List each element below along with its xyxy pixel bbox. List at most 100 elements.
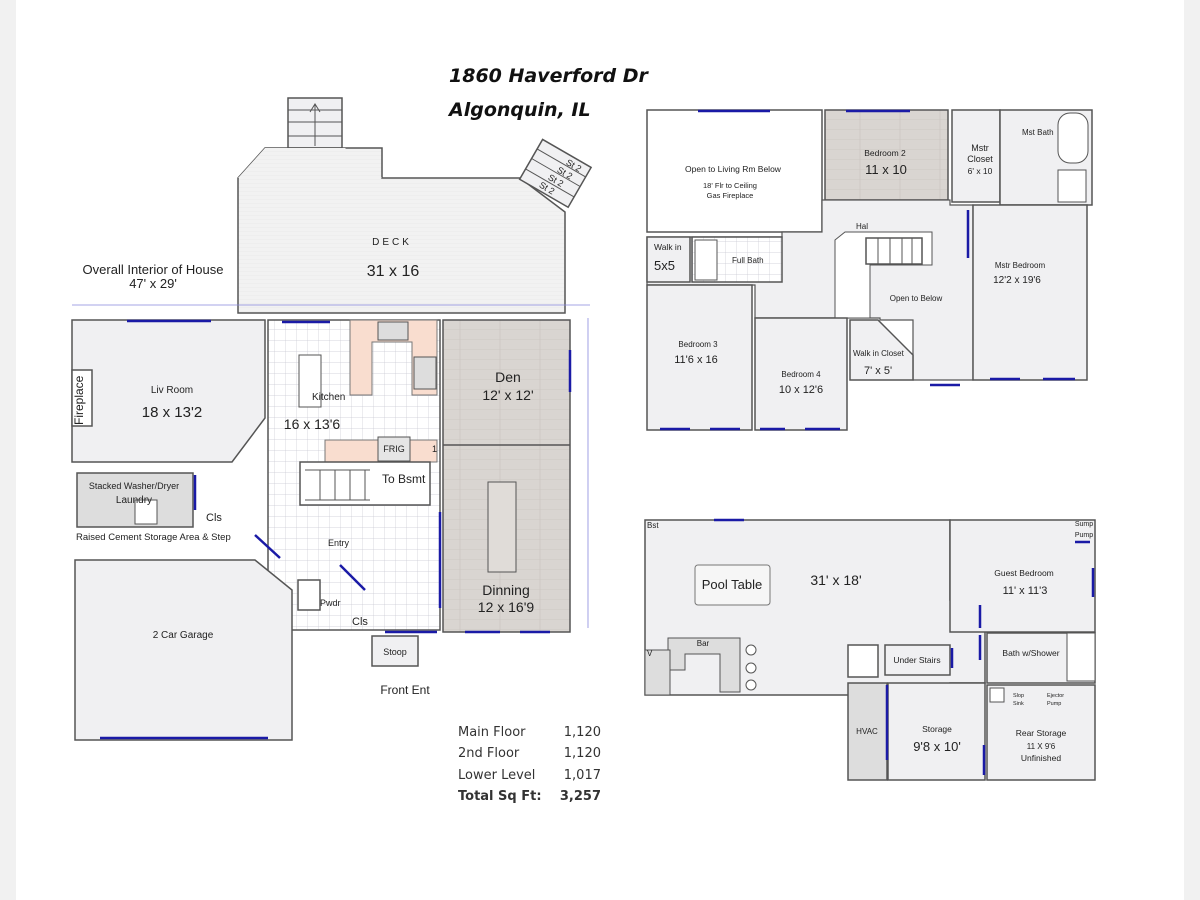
square-footage-table: Main Floor 1,120 2nd Floor 1,120 Lower L… xyxy=(458,725,601,804)
deck-label: DECK xyxy=(372,237,412,248)
powder-room-label: Pwdr xyxy=(320,598,341,608)
total-sqft-label: Total Sq Ft: xyxy=(458,789,542,804)
overall-dims: 47' x 29' xyxy=(129,276,177,291)
arrow-up-icon xyxy=(288,103,342,146)
ceiling-note: 18' Flr to Ceiling xyxy=(703,181,757,190)
sump-pump-label: Pump xyxy=(1075,532,1093,539)
dining-label: Dinning xyxy=(482,582,529,598)
bathtub-icon xyxy=(1057,112,1089,164)
fireplace-note: Gas Fireplace xyxy=(707,191,754,200)
dining-table-kitchen xyxy=(298,354,322,408)
pool-table xyxy=(694,564,771,606)
kitchen-dims: 16 x 13'6 xyxy=(284,416,341,432)
bar-label: Bar xyxy=(697,639,710,648)
ejector-pump-label: Pump xyxy=(1047,701,1061,707)
bedroom-4-label: Bedroom 4 xyxy=(781,370,821,379)
bedroom-4-dims: 10 x 12'6 xyxy=(779,384,823,396)
shower-icon xyxy=(1066,632,1096,682)
under-stairs xyxy=(884,644,951,676)
kitchen-label: Kitchen xyxy=(312,392,345,403)
bath-shower-label: Bath w/Shower xyxy=(1002,648,1059,658)
washer-dryer-label: Stacked Washer/Dryer xyxy=(89,481,179,491)
storage-dims: 9'8 x 10' xyxy=(913,739,961,754)
deck-side-steps xyxy=(518,138,593,209)
entry-label: Entry xyxy=(328,538,350,548)
bedroom-2-label: Bedroom 2 xyxy=(864,148,906,158)
total-sqft-value: 3,257 xyxy=(560,789,601,804)
hvac-label: HVAC xyxy=(856,727,878,736)
den-dims: 12' x 12' xyxy=(482,387,533,403)
bedroom-3-label: Bedroom 3 xyxy=(678,340,718,349)
slop-sink-label: Slop xyxy=(1013,693,1024,699)
closet-label: Cls xyxy=(352,616,368,628)
rear-storage-note: Unfinished xyxy=(1021,753,1061,763)
fridge-number: 1 xyxy=(432,444,437,454)
sqft-label: Main Floor xyxy=(458,725,526,740)
raised-storage-label: Raised Cement Storage Area & Step xyxy=(76,532,231,543)
master-bedroom xyxy=(972,204,1088,381)
front-entrance-label: Front Ent xyxy=(380,683,430,697)
floor-plan-sheet: 1860 Haverford Dr Algonquin, IL Overall … xyxy=(16,0,1184,900)
garage xyxy=(74,559,293,741)
den-dining xyxy=(442,319,571,633)
walk-in-label: Walk in xyxy=(654,242,682,252)
living-room-label: Liv Room xyxy=(151,385,193,396)
basement-stairs xyxy=(847,644,879,678)
city-title: Algonquin, IL xyxy=(447,99,591,121)
master-closet-dims: 6' x 10 xyxy=(968,166,993,176)
walk-in-closet-label: Walk in Closet xyxy=(853,349,905,358)
to-basement-label: To Bsmt xyxy=(382,472,426,486)
fridge xyxy=(377,436,411,462)
guest-bedroom-label: Guest Bedroom xyxy=(994,568,1054,578)
stoop xyxy=(371,635,419,667)
rear-storage-dims: 11 X 9'6 xyxy=(1027,742,1056,751)
master-bedroom-dims: 12'2 x 19'6 xyxy=(993,275,1041,286)
guest-bedroom xyxy=(949,519,1096,633)
sqft-value: 1,120 xyxy=(564,725,601,740)
deck-dims: 31 x 16 xyxy=(367,263,420,280)
bedroom-2 xyxy=(824,109,949,201)
basement-label: Bst xyxy=(647,521,659,530)
garage-label: 2 Car Garage xyxy=(153,630,214,641)
sqft-label: Lower Level xyxy=(458,768,535,783)
fireplace xyxy=(71,369,93,427)
laundry-label: Laundry xyxy=(116,495,152,506)
master-bath-label: Mst Bath xyxy=(1022,128,1054,137)
storage xyxy=(887,682,986,781)
floor-plan-drawing: 1860 Haverford Dr Algonquin, IL Overall … xyxy=(71,65,1096,804)
walk-in-closet-2 xyxy=(646,236,691,283)
ejector-pump-label: Ejector xyxy=(1047,693,1064,699)
rec-room-dims: 31' x 18' xyxy=(810,572,861,588)
sump-pump-label: Sump xyxy=(1075,521,1093,528)
lower-level-plan xyxy=(644,518,1096,781)
closet-label: Cls xyxy=(206,512,222,524)
overall-label: Overall Interior of House xyxy=(83,262,224,277)
v-label: V xyxy=(647,649,653,658)
living-room-dims: 18 x 13'2 xyxy=(142,404,202,421)
open-to-living xyxy=(646,109,823,233)
under-stairs-label: Under Stairs xyxy=(893,655,940,665)
slop-sink-label: Sink xyxy=(1013,701,1024,707)
bar xyxy=(667,637,741,693)
stove-icon xyxy=(413,356,437,390)
sink-icon xyxy=(297,579,321,611)
master-closet-label: Mstr xyxy=(971,143,989,153)
walk-in-dims: 5x5 xyxy=(654,258,675,273)
master-bedroom-label: Mstr Bedroom xyxy=(995,261,1046,270)
stoop-label: Stoop xyxy=(383,647,407,657)
living-room xyxy=(71,319,266,463)
dining-dims: 12 x 16'9 xyxy=(478,599,535,615)
hvac xyxy=(847,682,888,781)
sqft-value: 1,120 xyxy=(564,746,601,761)
fireplace-label: Fireplace xyxy=(72,375,86,425)
main-floor-plan xyxy=(71,97,593,741)
slop-sink-icon xyxy=(989,687,1005,703)
address-title: 1860 Haverford Dr xyxy=(449,65,650,87)
pool-table-label: Pool Table xyxy=(702,577,762,592)
shower-icon xyxy=(1057,169,1087,203)
dining-table xyxy=(487,481,517,573)
second-floor-plan xyxy=(646,109,1093,431)
guest-bedroom-dims: 11' x 11'3 xyxy=(1003,585,1048,597)
rear-storage-label: Rear Storage xyxy=(1016,728,1067,738)
bedroom-3-dims: 11'6 x 16 xyxy=(674,354,717,366)
